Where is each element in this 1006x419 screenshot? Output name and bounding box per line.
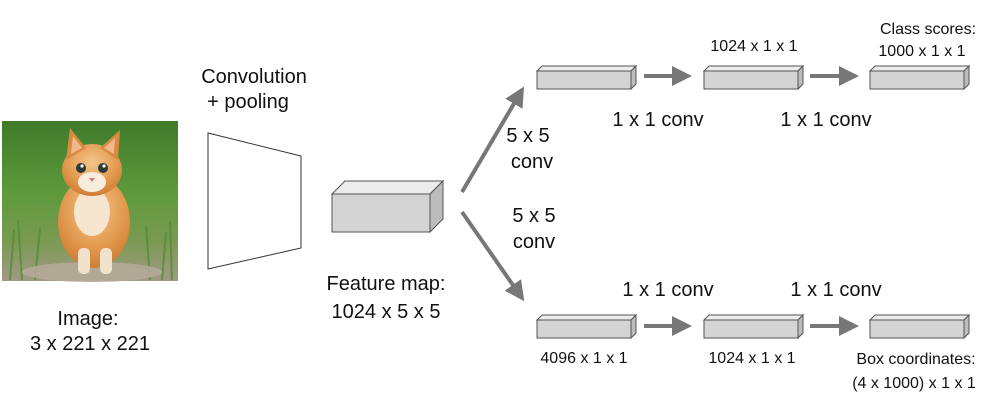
reg-conv-1-label: 1 x 1 conv bbox=[622, 279, 713, 301]
reg-block-2 bbox=[702, 313, 805, 340]
branch-arrow-classification bbox=[460, 86, 525, 194]
bottom-branch-conv-label: 5 x 5 bbox=[512, 205, 555, 227]
feature-map-size-label: 1024 x 5 x 5 bbox=[332, 301, 441, 323]
reg-block-3 bbox=[868, 313, 971, 340]
cls-conv-2-label: 1 x 1 conv bbox=[780, 109, 871, 131]
box-coordinates-label: Box coordinates: bbox=[856, 351, 975, 368]
input-image bbox=[2, 121, 178, 282]
conv-pool-sublabel: + pooling bbox=[207, 91, 289, 113]
reg-conv-2-label: 1 x 1 conv bbox=[790, 279, 881, 301]
feature-map-block bbox=[330, 179, 445, 234]
feature-map-label: Feature map: bbox=[327, 273, 446, 295]
reg-block-2-label: 1024 x 1 x 1 bbox=[708, 350, 795, 367]
class-scores-label: Class scores: bbox=[880, 21, 976, 38]
top-branch-conv-label: 5 x 5 bbox=[506, 125, 549, 147]
cls-conv-1-label: 1 x 1 conv bbox=[612, 109, 703, 131]
branch-arrow-regression bbox=[460, 210, 525, 302]
top-branch-conv-sublabel: conv bbox=[511, 151, 553, 173]
reg-block-1 bbox=[535, 313, 638, 340]
image-label: Image: bbox=[57, 308, 118, 330]
bottom-branch-conv-sublabel: conv bbox=[513, 231, 555, 253]
cls-block-1 bbox=[535, 64, 638, 91]
cls-block-2-label: 1024 x 1 x 1 bbox=[710, 38, 797, 55]
reg-block-1-label: 4096 x 1 x 1 bbox=[540, 350, 627, 367]
cls-block-2 bbox=[702, 64, 805, 91]
conv-pool-trapezoid bbox=[207, 132, 302, 270]
box-coordinates-size-label: (4 x 1000) x 1 x 1 bbox=[852, 375, 976, 392]
cls-block-3 bbox=[868, 64, 971, 91]
conv-pool-label: Convolution bbox=[201, 66, 307, 88]
class-scores-size-label: 1000 x 1 x 1 bbox=[878, 43, 965, 60]
image-size-label: 3 x 221 x 221 bbox=[30, 333, 150, 355]
